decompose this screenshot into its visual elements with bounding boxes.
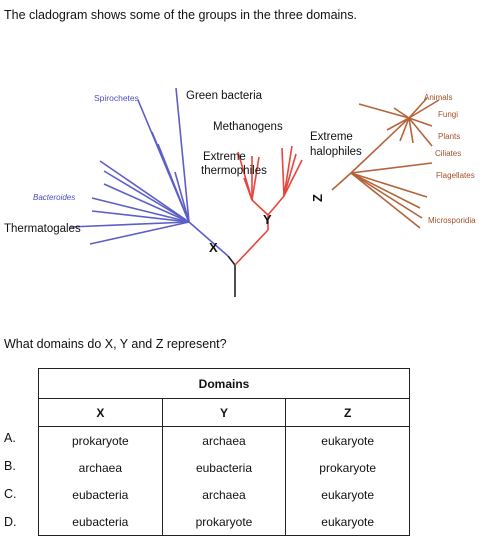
label-extreme-thermophiles-1: Extreme — [203, 151, 246, 163]
option-letter-d: D. — [4, 515, 17, 529]
label-bacteroides: Bacteroides — [33, 193, 75, 202]
label-flagellates: Flagellates — [436, 171, 475, 180]
trunk-to-archaea-eukarya — [234, 229, 269, 266]
node-label-x: X — [209, 240, 218, 255]
table-row: eubacteria prokaryote eukaryote — [38, 508, 410, 536]
label-microsporidia: Microsporidia — [428, 216, 476, 225]
table-cell: prokaryote — [285, 454, 410, 481]
table-cell: eukaryote — [285, 426, 410, 454]
label-extreme-halophiles-1: Extreme — [310, 131, 353, 143]
node-label-z: Z — [310, 194, 325, 202]
table-row: prokaryote archaea eukaryote — [38, 426, 410, 454]
option-letter-c: C. — [4, 487, 17, 501]
trunk-to-bacteria — [188, 221, 229, 257]
table-cell: eukaryote — [285, 481, 410, 508]
answer-table: Domains X Y Z prokaryote archaea eukaryo… — [38, 368, 410, 536]
label-plants: Plants — [438, 132, 460, 141]
table-cell: prokaryote — [161, 508, 287, 536]
label-ciliates: Ciliates — [435, 149, 461, 158]
table-row: eubacteria archaea eukaryote — [38, 481, 410, 508]
table-cell: eukaryote — [285, 508, 410, 536]
cladogram: Spirochetes Green bacteria Bacteroides T… — [4, 87, 476, 297]
label-animals: Animals — [424, 93, 452, 102]
option-letter-b: B. — [4, 459, 16, 473]
label-green-bacteria: Green bacteria — [186, 90, 263, 102]
table-cell: archaea — [161, 481, 287, 508]
label-thermatogales: Thermatogales — [4, 223, 81, 235]
table-row: archaea eubacteria prokaryote — [38, 454, 410, 481]
question-text: What domains do X, Y and Z represent? — [4, 337, 227, 351]
label-methanogens: Methanogens — [213, 121, 283, 133]
table-cell: eubacteria — [38, 481, 163, 508]
table-title: Domains — [38, 368, 410, 399]
eukarya-branches — [331, 97, 440, 229]
trunk-split — [227, 255, 236, 266]
table-cell: eubacteria — [38, 508, 163, 536]
label-extreme-thermophiles-2: thermophiles — [201, 165, 267, 177]
node-label-y: Y — [263, 212, 272, 227]
column-header-z: Z — [285, 398, 410, 427]
label-extreme-halophiles-2: halophiles — [310, 146, 362, 158]
table-cell: archaea — [161, 426, 287, 454]
table-cell: archaea — [38, 454, 163, 481]
bacteria-branches — [69, 87, 190, 245]
option-letter-a: A. — [4, 431, 16, 445]
question-intro: The cladogram shows some of the groups i… — [4, 8, 357, 22]
label-spirochetes: Spirochetes — [94, 93, 139, 103]
label-fungi: Fungi — [438, 110, 458, 119]
table-cell: eubacteria — [161, 454, 287, 481]
archaea-branches — [237, 145, 303, 230]
column-header-x: X — [38, 398, 163, 427]
column-header-y: Y — [161, 398, 287, 427]
table-cell: prokaryote — [38, 426, 163, 454]
